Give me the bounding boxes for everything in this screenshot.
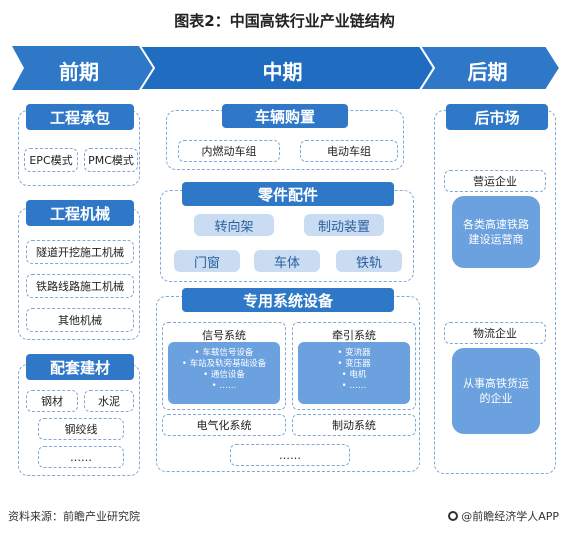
materials-header: 配套建材	[26, 354, 134, 380]
aftermarket-header: 后市场	[446, 104, 548, 130]
signal-system-items: • 车载信号设备 • 车站及轨旁基础设备 • 通信设备 • ……	[168, 342, 280, 404]
materials-more-box: ……	[38, 446, 124, 468]
electrification-system-box: 电气化系统	[162, 414, 286, 436]
doors-windows-box: 门窗	[174, 250, 240, 272]
diesel-emu-box: 内燃动车组	[178, 140, 280, 162]
brand-note: @前瞻经济学人APP	[448, 508, 559, 524]
braking-system-box: 制动系统	[292, 414, 416, 436]
brand-text: @前瞻经济学人APP	[461, 510, 559, 523]
cement-box: 水泥	[84, 390, 134, 412]
tunnel-machinery-box: 隧道开挖施工机械	[26, 240, 134, 264]
brake-device-box: 制动装置	[304, 214, 384, 236]
electric-emu-box: 电动车组	[300, 140, 398, 162]
steel-strand-box: 钢绞线	[38, 418, 124, 440]
source-note: 资料来源：前瞻产业研究院	[8, 510, 140, 523]
traction-item-motor: • 电机	[341, 370, 367, 380]
stage-label-middle: 中期	[262, 60, 303, 84]
stage-arrow-bar	[12, 46, 560, 90]
operators-desc-box: 各类高速铁路建设运营商	[452, 196, 540, 268]
traction-item-converter: • 变流器	[337, 348, 371, 358]
stage-arrow-late	[418, 46, 560, 90]
stage-label-late: 后期	[467, 60, 508, 84]
stage-arrow-early	[12, 46, 154, 90]
operators-title-box: 营运企业	[444, 170, 546, 192]
signal-item-station: • 车站及轨旁基础设备	[181, 359, 267, 369]
parts-header: 零件配件	[182, 182, 394, 206]
traction-system-items: • 变流器 • 变压器 • 电机 • ……	[298, 342, 410, 404]
epc-mode-box: EPC模式	[24, 148, 78, 172]
stage-arrow-middle	[138, 46, 436, 90]
steel-box: 钢材	[26, 390, 78, 412]
car-body-box: 车体	[254, 250, 320, 272]
signal-item-onboard: • 车载信号设备	[194, 348, 254, 358]
signal-item-comm: • 通信设备	[203, 370, 245, 380]
chart-title: 图表2：中国高铁行业产业链结构	[174, 12, 395, 30]
traction-system-title: 牵引系统	[332, 329, 376, 342]
other-machinery-box: 其他机械	[26, 308, 134, 332]
logistics-title-box: 物流企业	[444, 322, 546, 344]
vehicle-purchase-header: 车辆购置	[222, 104, 348, 128]
signal-system-title: 信号系统	[202, 329, 246, 342]
logistics-desc-box: 从事高铁货运的企业	[452, 348, 540, 434]
stage-label-early: 前期	[59, 60, 99, 84]
railway-machinery-box: 铁路线路施工机械	[26, 274, 134, 298]
systems-more-box: ……	[230, 444, 350, 466]
traction-item-transformer: • 变压器	[337, 359, 371, 369]
brand-logo-icon	[448, 511, 459, 521]
engineering-machinery-header: 工程机械	[26, 200, 134, 226]
engineering-contract-header: 工程承包	[26, 104, 134, 130]
traction-item-more: • ……	[341, 381, 367, 391]
rail-box: 铁轨	[336, 250, 402, 272]
signal-item-more: • ……	[211, 381, 237, 391]
systems-header: 专用系统设备	[182, 288, 394, 312]
bogie-box: 转向架	[194, 214, 274, 236]
pmc-mode-box: PMC模式	[84, 148, 138, 172]
